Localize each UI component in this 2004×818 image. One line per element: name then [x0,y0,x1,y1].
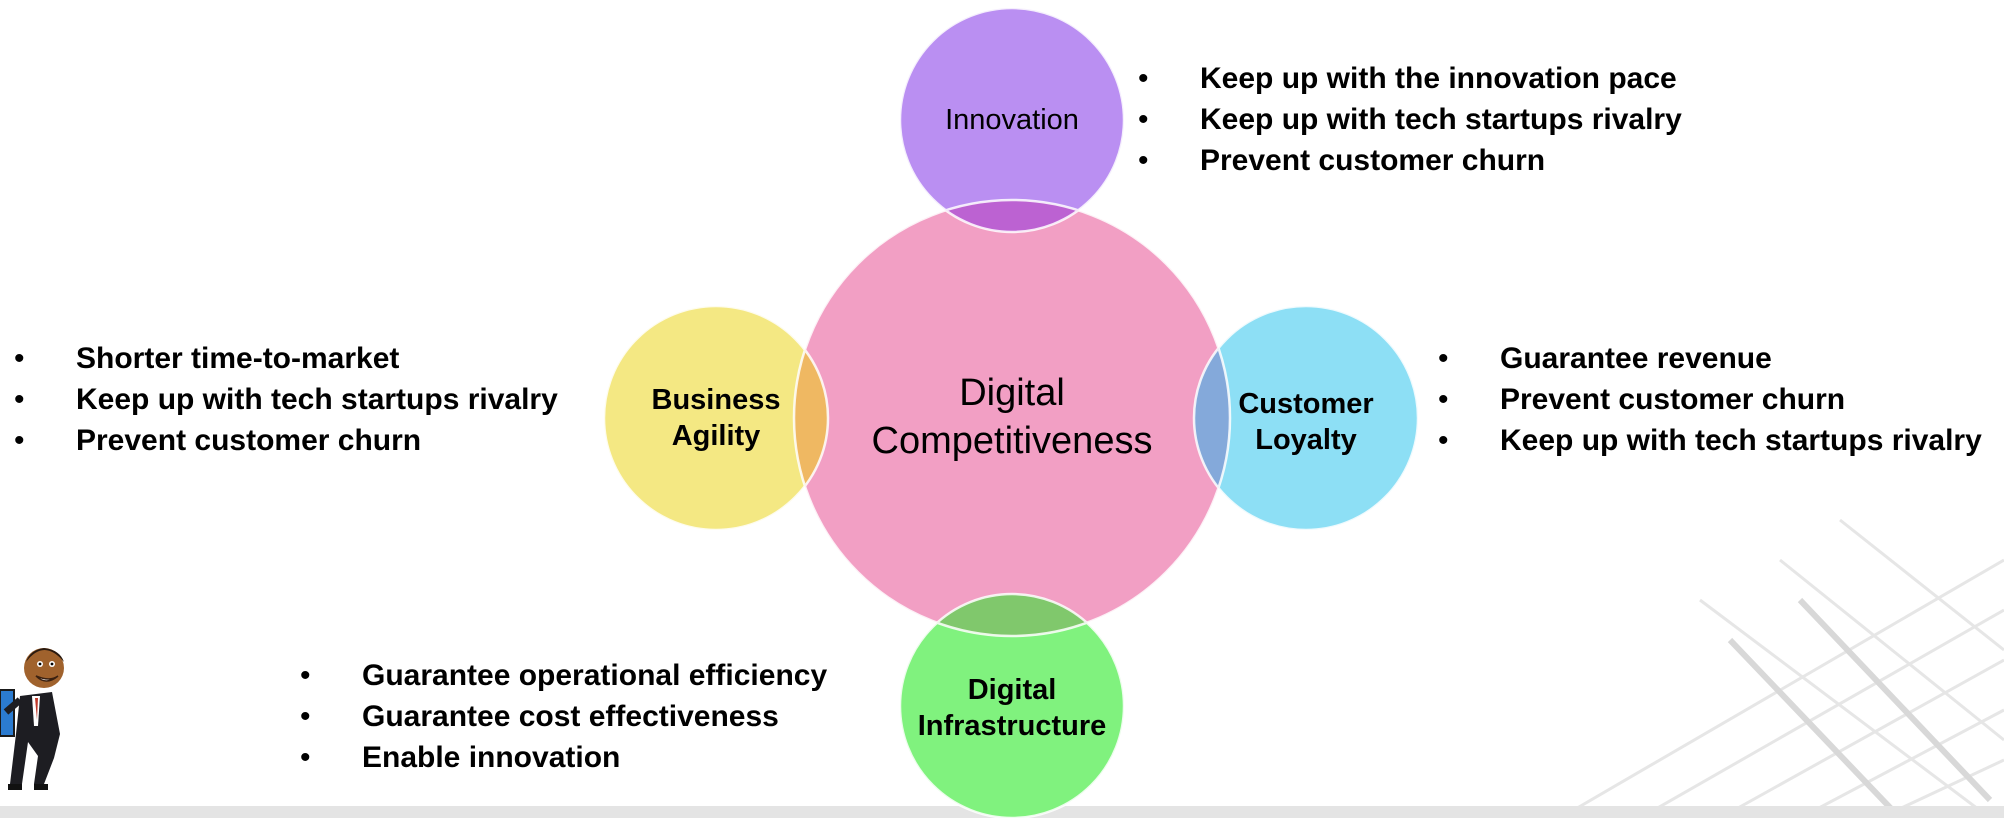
center-label-line2: Competitiveness [871,419,1153,462]
customer-loyalty-label: Customer Loyalty [1206,386,1406,459]
business-agility-bullets: Shorter time-to-market Keep up with tech… [14,338,558,461]
circle-center [794,200,1230,636]
business-agility-label: Business Agility [616,382,816,455]
bullet-item: Prevent customer churn [14,420,558,461]
customer-loyalty-bullets: Guarantee revenue Prevent customer churn… [1438,338,1982,461]
circle-innovation [900,8,1124,232]
bullet-item: Guarantee cost effectiveness [300,696,827,737]
customer-loyalty-label-line1: Customer [1238,388,1374,420]
digital-infrastructure-bullets: Guarantee operational efficiency Guarant… [300,655,827,778]
bullet-item: Keep up with tech startups rivalry [14,379,558,420]
bullet-item: Keep up with tech startups rivalry [1138,99,1682,140]
digital-infrastructure-label-line1: Digital [967,674,1057,706]
bullet-item: Keep up with tech startups rivalry [1438,420,1982,461]
bullet-item: Prevent customer churn [1138,140,1682,181]
bullet-item: Guarantee operational efficiency [300,655,827,696]
digital-infrastructure-label: Digital Infrastructure [912,672,1112,745]
digital-infrastructure-label-line2: Infrastructure [917,710,1107,743]
center-label-line1: Digital [959,372,1065,414]
businessman-illustration [0,648,64,790]
business-agility-label-line1: Business [651,384,781,416]
circle-customer-loyalty [1194,306,1418,530]
bullet-item: Prevent customer churn [1438,379,1982,420]
bullet-item: Keep up with the innovation pace [1138,58,1682,99]
innovation-label: Innovation [912,102,1112,138]
business-agility-label-line2: Agility [671,420,761,453]
bullet-item: Guarantee revenue [1438,338,1982,379]
innovation-bullets: Keep up with the innovation pace Keep up… [1138,58,1682,181]
center-label: Digital Competitiveness [812,370,1212,465]
customer-loyalty-label-line2: Loyalty [1255,424,1357,457]
bullet-item: Enable innovation [300,737,827,778]
innovation-label-line1: Innovation [945,104,1079,136]
bullet-item: Shorter time-to-market [14,338,558,379]
circle-digital-infrastructure [900,594,1124,818]
circle-business-agility [604,306,828,530]
